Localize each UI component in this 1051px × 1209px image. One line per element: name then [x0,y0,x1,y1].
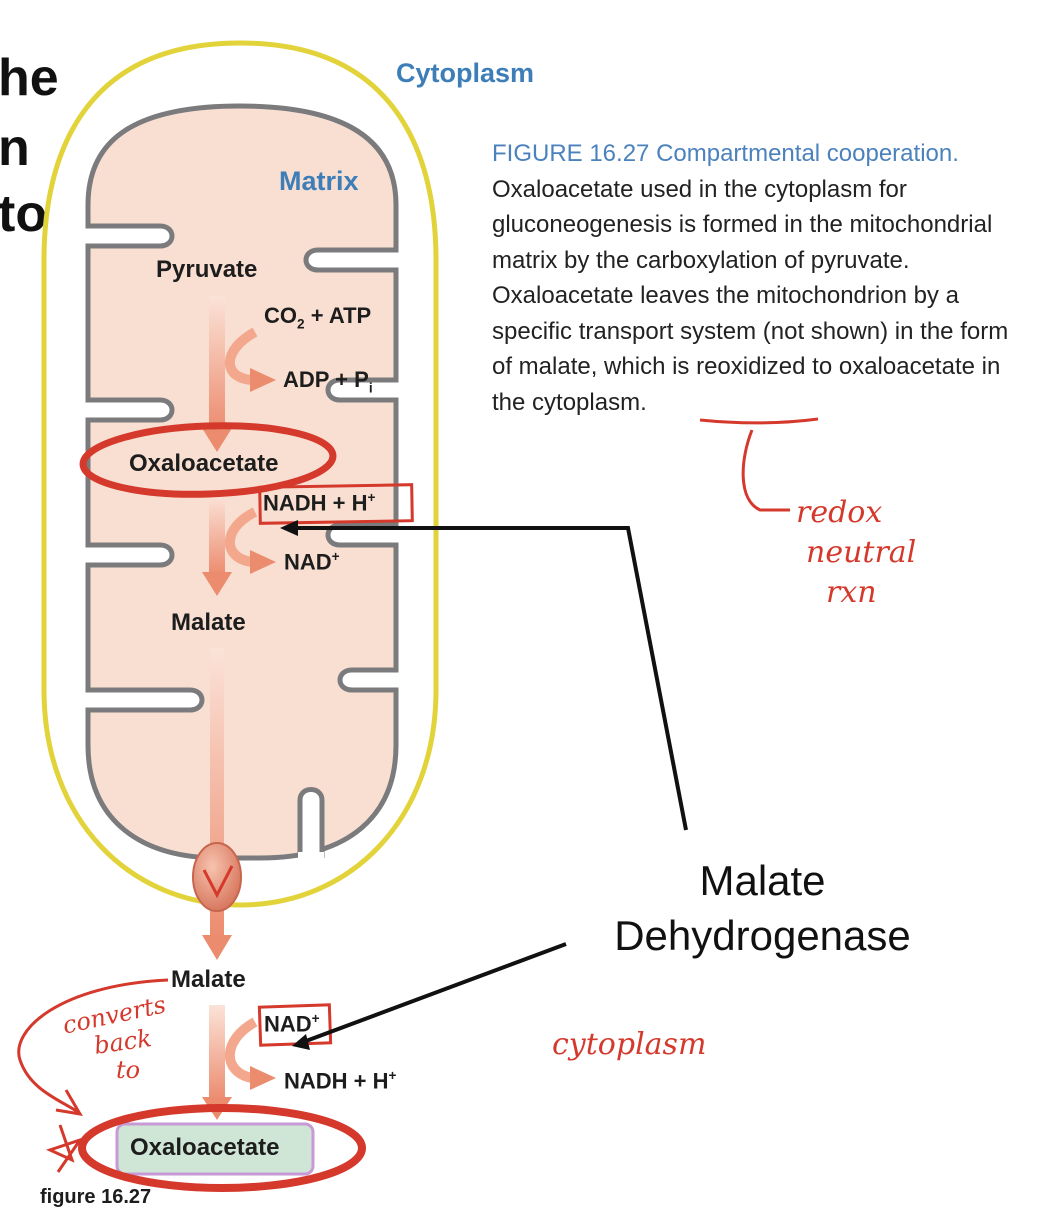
co2-atp-label: CO2 + ATP [264,303,372,332]
enzyme-label-line2: Dehydrogenase [614,911,911,959]
arrow-shaft [209,495,225,575]
nadh-h-bottom-label: NADH + H+ [284,1068,397,1094]
enzyme-pointer-arrowhead [292,1034,310,1050]
adp-pi-label: ADP + Pi [283,367,373,396]
ink-curve-arrow [17,978,169,1114]
side-arrow-head [250,1066,276,1090]
arrow-shaft [209,1005,225,1100]
side-arrow [224,327,258,385]
side-arrow-head [250,550,276,574]
slide-text-fragment: n [0,119,30,177]
slide-text-fragment: he [0,49,59,107]
oxaloacetate-cyto-label: Oxaloacetate [130,1134,280,1161]
ink-underline [699,417,819,425]
note-rxn: rxn [826,575,877,610]
side-arrow [224,507,258,567]
note-redox: redox [796,495,883,530]
ink-box-nadh [258,483,414,525]
product-box [115,1122,315,1176]
caption-head: FIGURE 16.27 Compartmental cooperation. [492,140,959,167]
enzyme-pointer-arrowhead [280,520,298,536]
note-back: back [92,1024,154,1060]
malate-transporter [192,842,242,912]
caption-tail: to oxaloacetate in the cytoplasm. [492,353,1001,416]
note-cytoplasm: cytoplasm [552,1027,707,1062]
matrix-label: Matrix [279,166,359,196]
side-arrow-head [250,368,276,392]
ink-circle-oxaloacetate-matrix [79,422,337,498]
note-to: to [116,1056,141,1084]
nad-bottom-label: NAD+ [264,1011,320,1037]
transporter-ink-mark [202,865,234,899]
enzyme-label-line1: Malate [699,857,826,904]
enzyme-label: Malate Dehydrogenase [580,854,945,963]
ink-circle-oxaloacetate-cyto [78,1104,366,1192]
ink-curve-arrow-head [55,1089,83,1117]
caption-body: Oxaloacetate used in the cytoplasm for g… [492,175,1009,381]
inner-membrane-crista [297,787,325,858]
enzyme-pointer-line [284,526,688,831]
arrow-head [202,572,232,596]
figure-caption: FIGURE 16.27 Compartmental cooperation. … [492,136,1032,420]
ink-bracket [741,429,790,512]
note-neutral: neutral [806,535,917,570]
ink-scribble [45,1124,84,1173]
arrow-head [202,935,232,960]
enzyme-pointer-line [297,942,567,1046]
arrow-head [202,428,232,452]
pyruvate-label: Pyruvate [156,256,258,283]
arrow-shaft [209,296,225,431]
inner-membrane [85,103,399,861]
side-arrow [224,1017,258,1083]
malate-matrix-label: Malate [171,609,246,636]
oxaloacetate-matrix-label: Oxaloacetate [129,450,279,477]
slide-text-fragment: to [0,185,48,243]
nadh-h-label: NADH + H+ [263,490,376,516]
cytoplasm-label: Cytoplasm [396,58,535,88]
nad-label: NAD+ [284,549,340,575]
malate-cyto-label: Malate [171,966,246,993]
figure-footer-partial: figure 16.27 [40,1186,152,1208]
caption-reoxidized: reoxidized [696,353,806,380]
